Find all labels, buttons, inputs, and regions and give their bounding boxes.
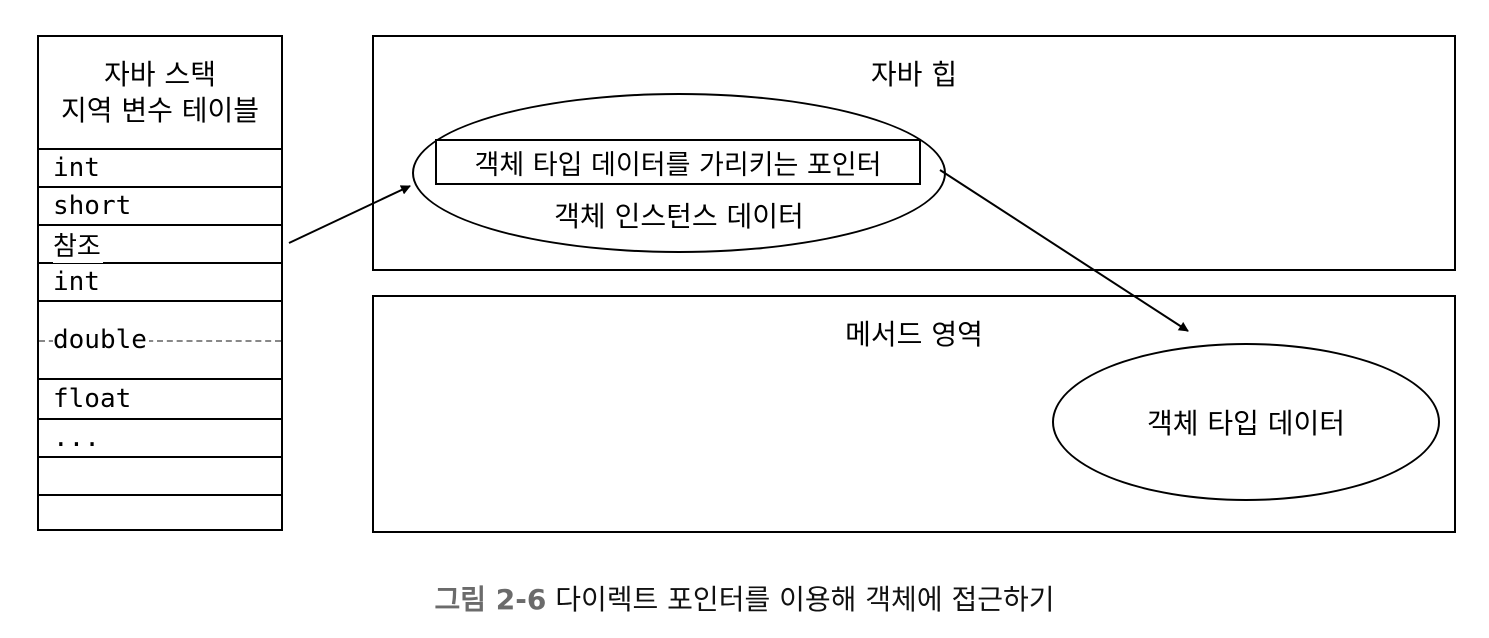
stack-row [39,458,281,496]
stack-row-label: ... [53,423,102,453]
stack-row: int [39,150,281,188]
stack-row-label: short [53,191,134,221]
stack-row: float [39,380,281,420]
caption-text: 다이렉트 포인터를 이용해 객체에 접근하기 [555,583,1055,616]
stack-row-label: double [53,325,149,355]
heap-title: 자바 힙 [870,58,958,91]
method-area-title: 메서드 영역 [845,318,983,351]
reference-to-instance-arrow [288,185,411,244]
stack-row-label: float [53,384,134,414]
stack-title-line1: 자바 스택 [104,57,216,91]
stack-row-label: int [53,153,102,183]
figure-number: 그림 2-6 [434,583,547,616]
stack-header: 자바 스택 지역 변수 테이블 [39,37,281,150]
stack-row: short [39,188,281,226]
java-stack-local-variable-table: 자바 스택 지역 변수 테이블 int short 참조 int double … [37,35,283,531]
stack-row-label: 참조 [53,225,103,263]
object-type-data-ellipse: 객체 타입 데이터 [1052,343,1440,501]
pointer-to-type-data-arrow [939,169,1189,332]
instance-data-label: 객체 인스턴스 데이터 [554,200,804,233]
pointer-label: 객체 타입 데이터를 가리키는 포인터 [474,149,882,181]
stack-title-line2: 지역 변수 테이블 [60,93,260,127]
type-data-pointer-box: 객체 타입 데이터를 가리키는 포인터 [435,139,921,185]
stack-row: int [39,264,281,302]
stack-row-reference: 참조 [39,225,281,264]
figure-caption: 그림 2-6 다이렉트 포인터를 이용해 객체에 접근하기 [0,578,1489,618]
stack-row: ... [39,420,281,458]
stack-row-double: double [39,302,281,380]
double-slot-divider [39,340,281,342]
stack-row-label: int [53,267,102,297]
type-data-label: 객체 타입 데이터 [1146,407,1346,440]
